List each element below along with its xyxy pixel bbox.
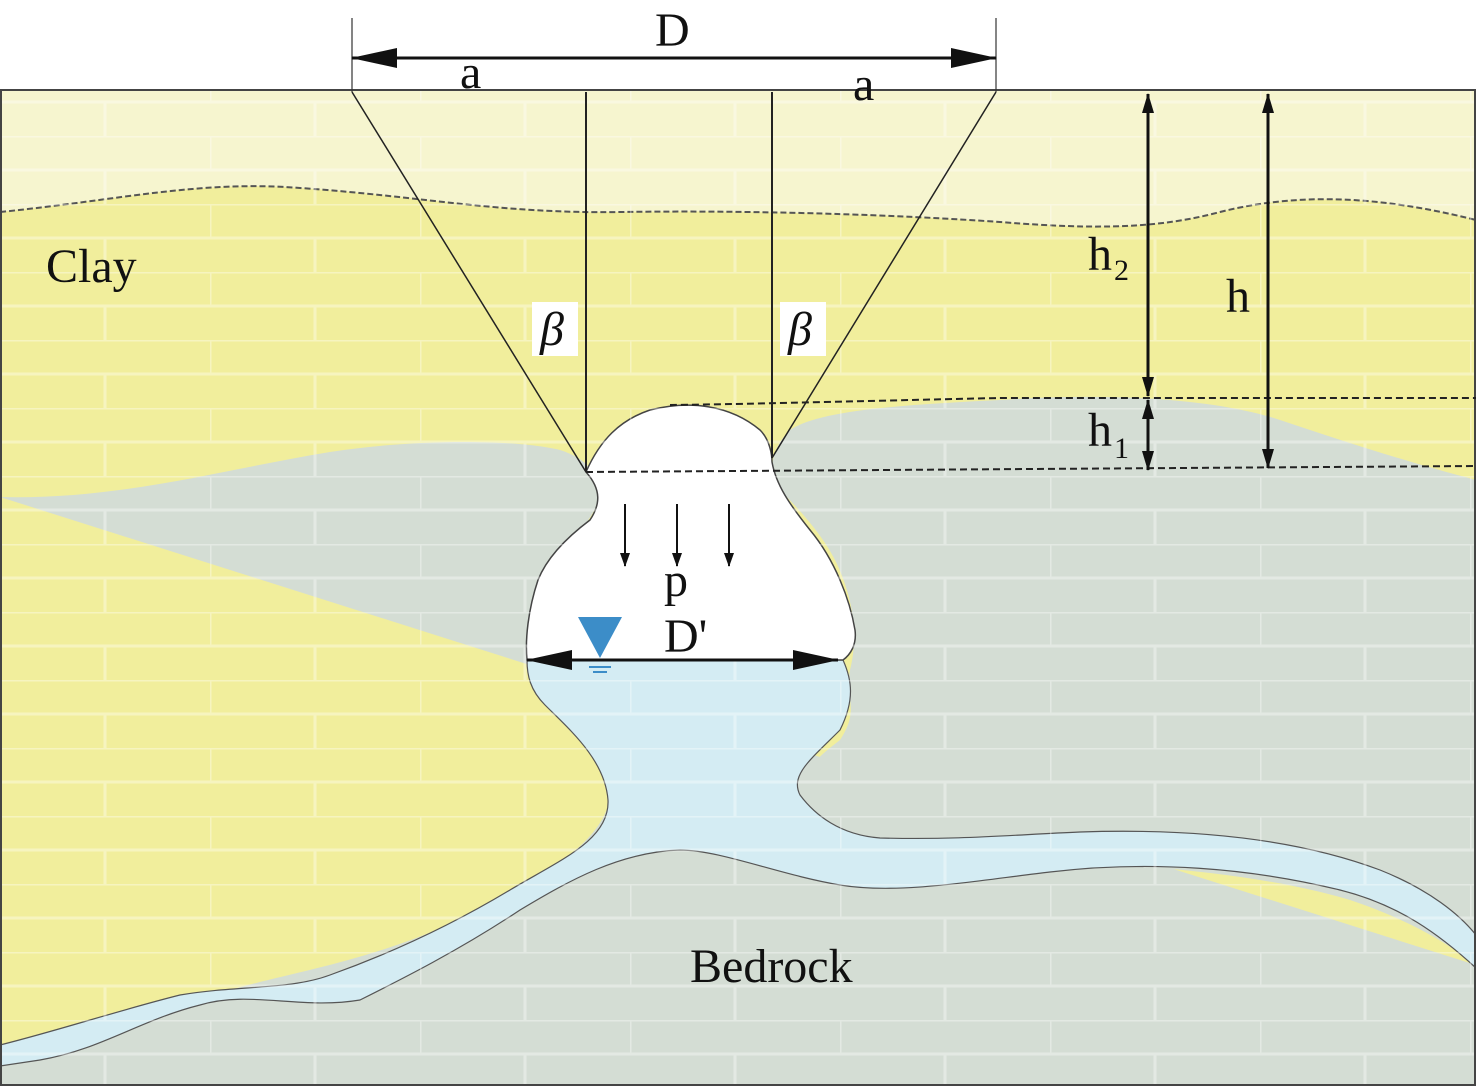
- p-label: p: [664, 554, 688, 607]
- h2-label-base: h: [1088, 228, 1112, 281]
- beta-left-background: [532, 302, 578, 356]
- pressure-arrows: [620, 504, 734, 567]
- a-right-label: a: [853, 58, 874, 111]
- beta-right-label: β: [787, 303, 812, 356]
- cavity-crown-dashed-line: [669, 397, 1476, 406]
- frame: [0, 89, 1476, 1086]
- failure-line-right: [771, 91, 997, 459]
- failure-line-left: [351, 91, 587, 473]
- h2-label-subscript: 2: [1114, 254, 1129, 287]
- beta-right-background: [780, 302, 826, 356]
- h-label: h: [1226, 270, 1250, 323]
- bedrock-surface-dashed-line: [585, 465, 1476, 473]
- clay-label: Clay: [46, 240, 137, 293]
- bedrock-label: Bedrock: [690, 940, 853, 993]
- h2-label: h 2: [1088, 228, 1129, 287]
- brick-texture: [0, 90, 1476, 1086]
- D-label: D: [655, 4, 690, 57]
- D-prime-label: D': [664, 610, 707, 663]
- beta-left-label: β: [539, 303, 564, 356]
- inverted-triangle-water-level-icon: [578, 617, 622, 673]
- h1-label-subscript: 1: [1114, 432, 1129, 465]
- h1-label-base: h: [1088, 404, 1112, 457]
- h1-label: h 1: [1088, 404, 1129, 465]
- a-left-label: a: [460, 46, 481, 99]
